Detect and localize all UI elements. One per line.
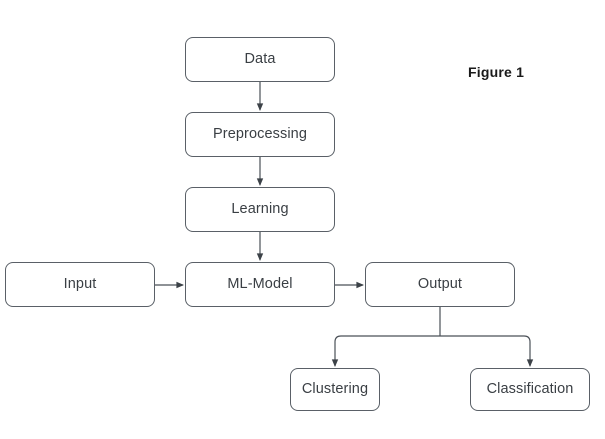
node-preprocessing-label: Preprocessing <box>213 126 307 143</box>
node-output-label: Output <box>417 276 463 293</box>
node-data[interactable]: Data <box>185 37 335 82</box>
connector-output-to-classification <box>440 335 534 368</box>
node-input[interactable]: Input <box>5 262 155 307</box>
node-classification-label: Classification <box>486 381 574 398</box>
node-ml-model-label: ML-Model <box>227 276 293 293</box>
node-input-label: Input <box>63 276 97 293</box>
node-ml-model[interactable]: ML-Model <box>185 262 335 307</box>
node-clustering[interactable]: Clustering <box>290 368 380 411</box>
node-clustering-label: Clustering <box>301 381 369 398</box>
figure-caption: Figure 1 <box>468 64 525 80</box>
node-preprocessing[interactable]: Preprocessing <box>185 112 335 157</box>
node-learning[interactable]: Learning <box>185 187 335 232</box>
connector-output-to-clustering <box>331 335 440 368</box>
node-data-label: Data <box>244 51 276 68</box>
node-classification[interactable]: Classification <box>470 368 590 411</box>
node-learning-label: Learning <box>231 201 289 218</box>
node-output[interactable]: Output <box>365 262 515 307</box>
